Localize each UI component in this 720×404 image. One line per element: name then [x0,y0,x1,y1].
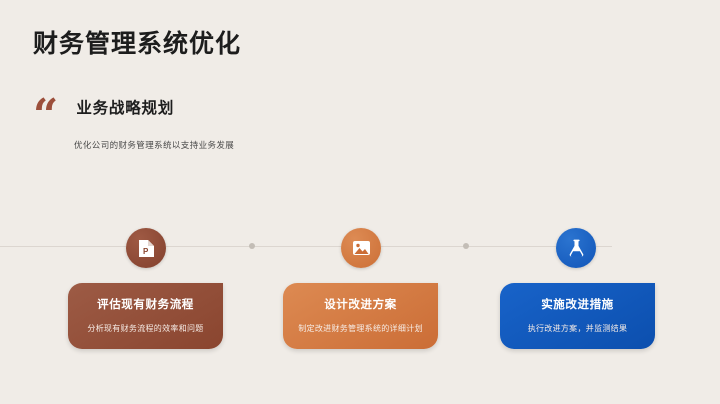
card-description: 执行改进方案，并监测结果 [527,324,628,333]
timeline-card-2[interactable]: 设计改进方案 制定改进财务管理系统的详细计划 [283,283,438,350]
card-title: 设计改进方案 [324,299,397,311]
card-title: 实施改进措施 [541,299,614,311]
timeline-card-1[interactable]: 评估现有财务流程 分析现有财务流程的效率和问题 [68,283,223,350]
image-icon [352,240,371,256]
page-title: 财务管理系统优化 [33,30,242,58]
timeline-connector-dot [463,243,469,249]
flask-icon [568,239,585,258]
timeline-connector-dot [249,243,255,249]
quote-row: “ 业务战略规划 [33,86,333,141]
quote-mark-icon: “ [33,90,59,141]
svg-text:P: P [143,247,149,256]
quote-heading: 业务战略规划 [76,100,175,118]
card-description: 分析现有财务流程的效率和问题 [87,324,204,333]
card-description: 制定改进财务管理系统的详细计划 [298,324,423,333]
timeline-card-3[interactable]: 实施改进措施 执行改进方案，并监测结果 [500,283,655,350]
quote-block: “ 业务战略规划 优化公司的财务管理系统以支持业务发展 [33,86,333,151]
card-title: 评估现有财务流程 [97,299,194,311]
quote-description: 优化公司的财务管理系统以支持业务发展 [74,140,235,151]
timeline-node-1[interactable]: P [126,228,166,268]
timeline-node-3[interactable] [556,228,596,268]
timeline-axis [0,246,612,247]
timeline-node-2[interactable] [341,228,381,268]
document-p-icon: P [138,239,155,258]
